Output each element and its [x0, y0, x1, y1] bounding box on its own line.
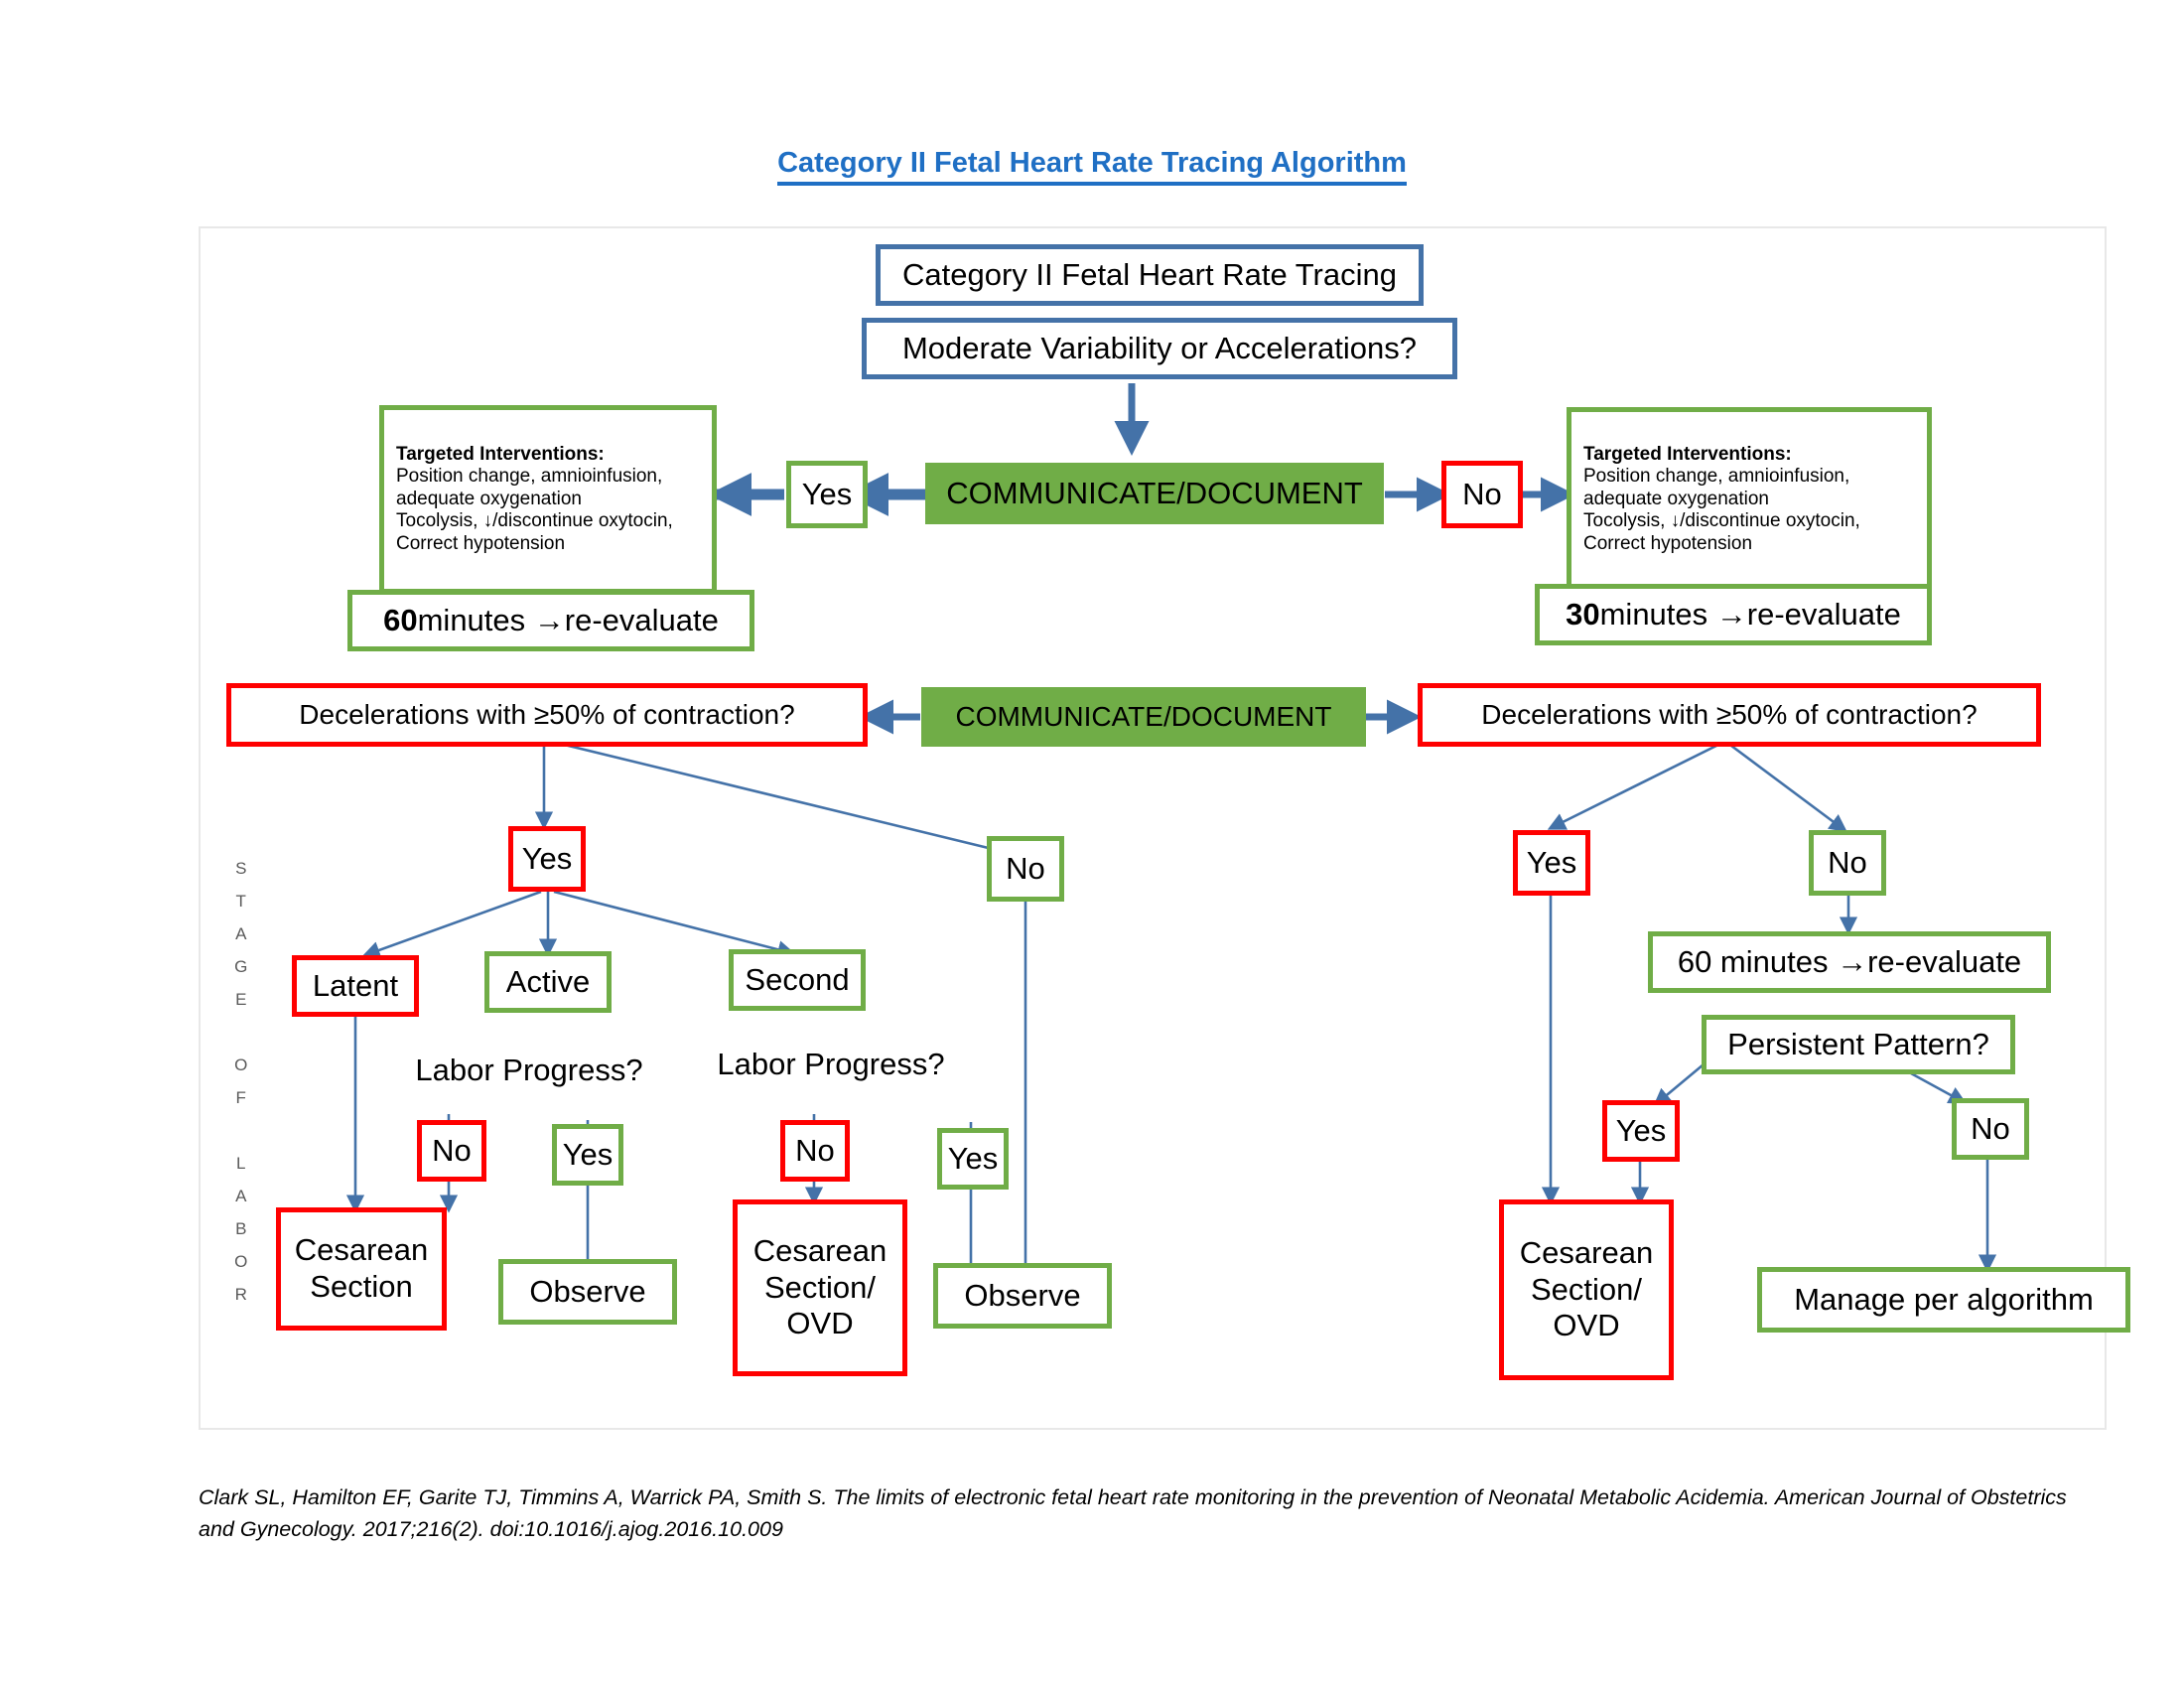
- node-targeted-interventions-right[interactable]: Targeted Interventions: Position change,…: [1567, 407, 1932, 592]
- node-no-top[interactable]: No: [1441, 461, 1523, 528]
- stage-letter: O: [234, 1055, 248, 1074]
- node-lp1-no[interactable]: No: [417, 1120, 486, 1182]
- citation-caption: Clark SL, Hamilton EF, Garite TJ, Timmin…: [199, 1485, 2067, 1542]
- interventions-line2-left: adequate oxygenation: [396, 488, 582, 509]
- node-yes-top[interactable]: Yes: [786, 461, 868, 528]
- node-decelerations-right[interactable]: Decelerations with ≥50% of contraction?: [1418, 683, 2041, 747]
- node-stage-second[interactable]: Second: [729, 949, 866, 1011]
- interventions-line1-right: Position change, amnioinfusion,: [1583, 466, 1850, 488]
- stage-letter: F: [235, 1088, 247, 1107]
- interventions-line3-right: Tocolysis, ↓/discontinue oxytocin,: [1583, 510, 1860, 532]
- interventions-line2-right: adequate oxygenation: [1583, 488, 1769, 509]
- node-manage-per-algorithm[interactable]: Manage per algorithm: [1757, 1267, 2130, 1333]
- page-title-text: Category II Fetal Heart Rate Tracing Alg…: [777, 147, 1407, 186]
- stage-of-labor-label: S T A G E O F L A B O R: [226, 860, 256, 1319]
- node-targeted-interventions-left[interactable]: Targeted Interventions: Position change,…: [379, 405, 717, 594]
- stage-letter: B: [235, 1219, 247, 1238]
- stage-letter: O: [234, 1252, 248, 1271]
- interventions-title-right: Targeted Interventions:: [1583, 443, 1792, 465]
- node-left-no[interactable]: No: [987, 836, 1064, 902]
- node-decelerations-left[interactable]: Decelerations with ≥50% of contraction?: [226, 683, 868, 747]
- node-reevaluate-60-right[interactable]: 60 minutes →re-evaluate: [1648, 931, 2051, 993]
- stage-letter: R: [234, 1285, 248, 1304]
- reevaluate-30-right-rest: minutes →re-evaluate: [1599, 596, 1901, 632]
- node-right-no[interactable]: No: [1809, 830, 1886, 896]
- node-observe-2[interactable]: Observe: [933, 1263, 1112, 1329]
- interventions-line4-right: Correct hypotension: [1583, 532, 1753, 554]
- node-root[interactable]: Category II Fetal Heart Rate Tracing: [876, 244, 1424, 306]
- reevaluate-30-right-bold: 30: [1566, 596, 1600, 632]
- node-lp2-no[interactable]: No: [780, 1120, 850, 1182]
- node-communicate-document-1[interactable]: COMMUNICATE/DOCUMENT: [925, 463, 1384, 524]
- label-labor-progress-1: Labor Progress?: [405, 1051, 653, 1090]
- reevaluate-60-left-bold: 60: [383, 602, 418, 637]
- node-right-yes[interactable]: Yes: [1513, 830, 1590, 896]
- stage-letter: A: [235, 924, 247, 943]
- reevaluate-60-left-rest: minutes →re-evaluate: [417, 602, 719, 637]
- interventions-line1-left: Position change, amnioinfusion,: [396, 466, 663, 488]
- node-reevaluate-30-right[interactable]: 30 minutes →re-evaluate: [1535, 584, 1932, 645]
- stage-letter: G: [234, 957, 248, 976]
- node-stage-latent[interactable]: Latent: [292, 955, 419, 1017]
- node-pp-no[interactable]: No: [1952, 1098, 2029, 1160]
- interventions-title-left: Targeted Interventions:: [396, 443, 605, 465]
- node-reevaluate-60-left[interactable]: 60 minutes →re-evaluate: [347, 590, 754, 651]
- node-stage-active[interactable]: Active: [484, 951, 612, 1013]
- node-observe-1[interactable]: Observe: [498, 1259, 677, 1325]
- node-pp-yes[interactable]: Yes: [1602, 1100, 1680, 1162]
- interventions-line3-left: Tocolysis, ↓/discontinue oxytocin,: [396, 510, 673, 532]
- node-cesarean-section-ovd-left[interactable]: Cesarean Section/ OVD: [733, 1199, 907, 1376]
- page-title: Category II Fetal Heart Rate Tracing Alg…: [0, 147, 2184, 186]
- node-communicate-document-2[interactable]: COMMUNICATE/DOCUMENT: [921, 687, 1366, 747]
- stage-letter-gap: [226, 1024, 256, 1056]
- stage-letter: S: [235, 859, 247, 878]
- interventions-line4-left: Correct hypotension: [396, 532, 566, 554]
- node-lp1-yes[interactable]: Yes: [552, 1124, 623, 1186]
- stage-letter: L: [236, 1154, 246, 1173]
- stage-letter-gap: [226, 1122, 256, 1155]
- stage-letter: E: [235, 990, 247, 1009]
- node-lp2-yes[interactable]: Yes: [937, 1128, 1009, 1190]
- stage-letter: A: [235, 1187, 247, 1205]
- node-cesarean-section[interactable]: Cesarean Section: [276, 1207, 447, 1331]
- label-labor-progress-2: Labor Progress?: [707, 1045, 955, 1084]
- node-left-yes[interactable]: Yes: [508, 826, 586, 892]
- stage-letter: T: [235, 892, 247, 911]
- node-persistent-pattern[interactable]: Persistent Pattern?: [1702, 1015, 2015, 1074]
- node-moderate-variability-question[interactable]: Moderate Variability or Accelerations?: [862, 318, 1457, 379]
- node-cesarean-section-ovd-right[interactable]: Cesarean Section/ OVD: [1499, 1199, 1674, 1380]
